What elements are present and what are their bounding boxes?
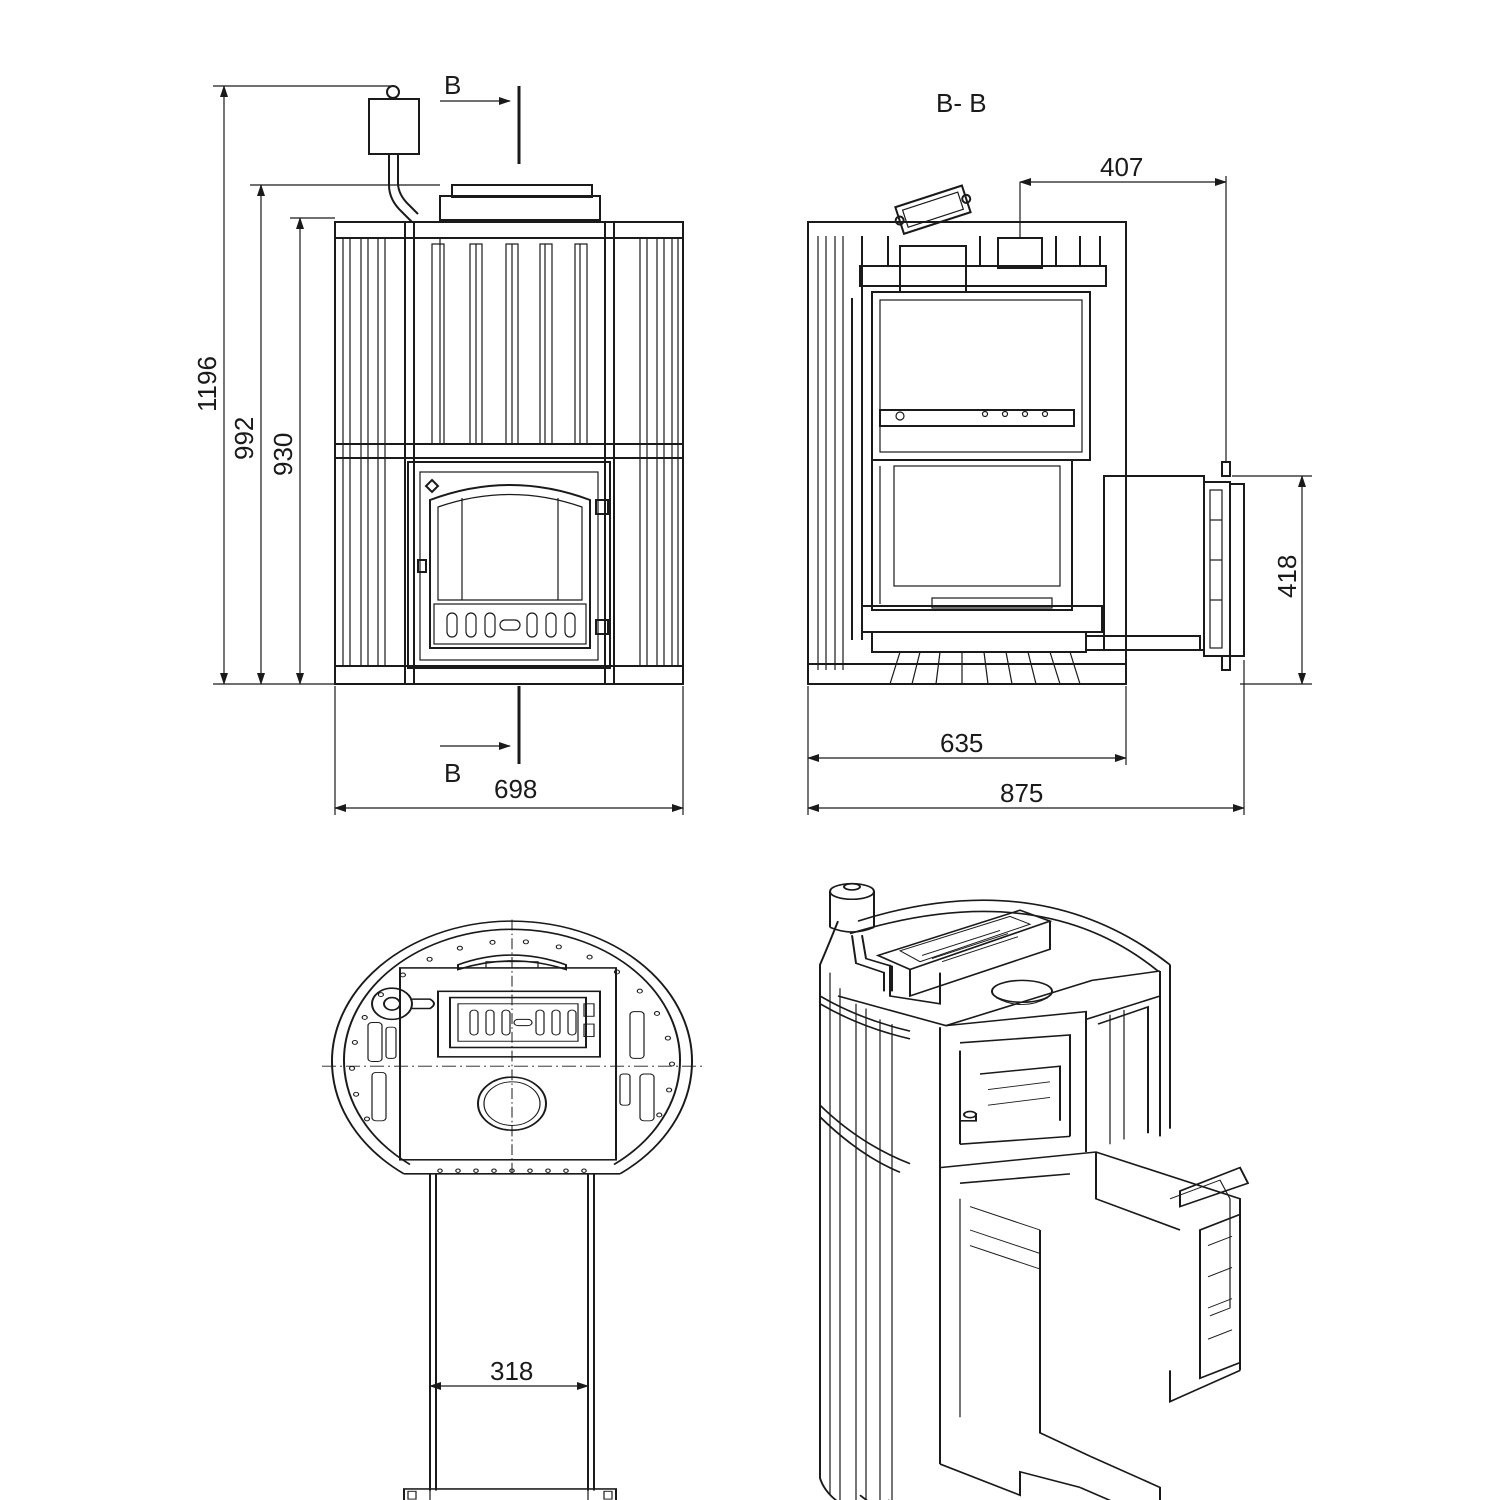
dim-930: 930 — [268, 433, 298, 476]
rivet — [348, 1065, 356, 1071]
rivet — [399, 972, 406, 978]
rivet — [656, 1112, 663, 1118]
rivet — [653, 1011, 661, 1016]
firebox — [871, 459, 1073, 611]
heater-chamber — [871, 291, 1091, 461]
dim-992: 992 — [229, 417, 259, 460]
feed-tunnel — [1085, 461, 1245, 671]
rivet — [455, 1168, 461, 1173]
rivet — [665, 1087, 673, 1093]
fire-door — [407, 461, 611, 669]
rivet — [581, 1168, 587, 1173]
top-view — [322, 919, 702, 1500]
rivet — [351, 1039, 358, 1045]
dim-875: 875 — [1000, 778, 1043, 808]
rivet — [545, 1168, 551, 1173]
rivet — [353, 1091, 360, 1097]
water-tank-icon — [368, 85, 420, 223]
section-marker-bottom: B — [440, 686, 521, 788]
iso-shell-left — [819, 920, 839, 1500]
front-height-dimensions: 1196 992 930 — [192, 85, 440, 685]
dim-318: 318 — [490, 1356, 533, 1386]
rivet — [437, 1168, 443, 1173]
dim-635: 635 — [940, 728, 983, 758]
top-rivets — [348, 939, 676, 1173]
rivet — [563, 1168, 569, 1173]
dim-407: 407 — [1100, 152, 1143, 182]
section-view: B- B — [807, 88, 1312, 815]
rivet — [426, 956, 433, 962]
dim-1196: 1196 — [192, 356, 222, 412]
iso-tank-icon — [829, 882, 893, 992]
isometric-view — [819, 882, 1250, 1500]
tank-top-icon — [371, 987, 435, 1021]
flue-opening — [477, 1076, 547, 1131]
side-depth-dimensions: 635 875 — [807, 660, 1245, 815]
front-frame — [334, 221, 684, 685]
dim-407-group: 407 — [1019, 152, 1227, 462]
dim-318-group — [429, 1318, 589, 1500]
section-label-top: B — [444, 70, 461, 100]
section-label-bottom: B — [444, 758, 461, 788]
rivet — [527, 1168, 533, 1173]
rivet — [509, 1168, 515, 1173]
section-title: B- B — [936, 88, 987, 118]
iso-stone-box — [875, 909, 1053, 1005]
side-frame — [807, 221, 1127, 685]
rivet — [489, 939, 496, 945]
front-view: B B 1196 992 930 698 — [192, 70, 684, 815]
section-marker-top: B — [440, 70, 521, 164]
top-outer-shell — [331, 920, 693, 1175]
stone-basket-icon — [894, 184, 972, 236]
rivet — [456, 945, 463, 951]
rivet — [363, 1116, 371, 1122]
top-tunnel — [403, 1173, 617, 1500]
rivet — [636, 988, 643, 994]
dim-418: 418 — [1272, 555, 1302, 598]
rivet — [586, 954, 593, 960]
top-grate-icon — [437, 990, 601, 1058]
rivet — [491, 1168, 497, 1173]
dim-698: 698 — [494, 774, 537, 804]
rivet — [668, 1061, 676, 1067]
front-bars — [342, 222, 679, 684]
rivet — [361, 1015, 368, 1020]
rivet — [522, 939, 530, 945]
top-plate — [399, 967, 617, 1161]
rivet — [555, 944, 562, 950]
front-width-dimension: 698 — [334, 686, 684, 815]
dim-418-group: 418 — [1232, 475, 1312, 685]
iso-tunnel — [939, 1151, 1250, 1500]
rivet — [377, 992, 384, 998]
rivet — [664, 1035, 672, 1041]
rivet — [473, 1168, 479, 1173]
